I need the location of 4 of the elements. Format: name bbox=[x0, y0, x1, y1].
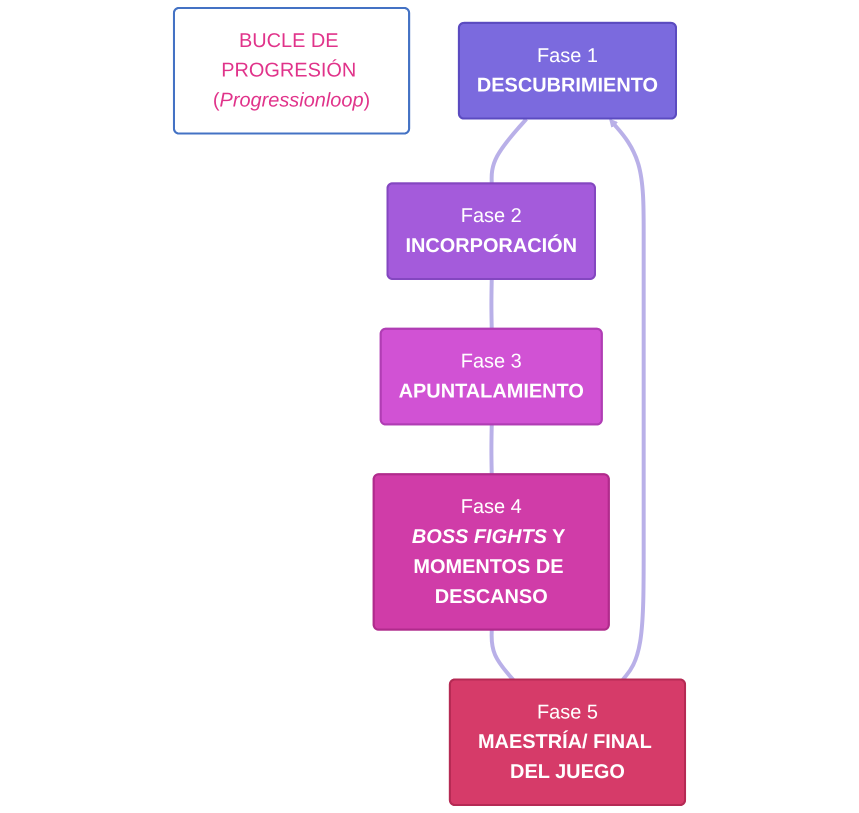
connector bbox=[489, 424, 494, 475]
connector bbox=[490, 630, 515, 682]
connector bbox=[489, 279, 494, 330]
connector bbox=[490, 118, 528, 184]
